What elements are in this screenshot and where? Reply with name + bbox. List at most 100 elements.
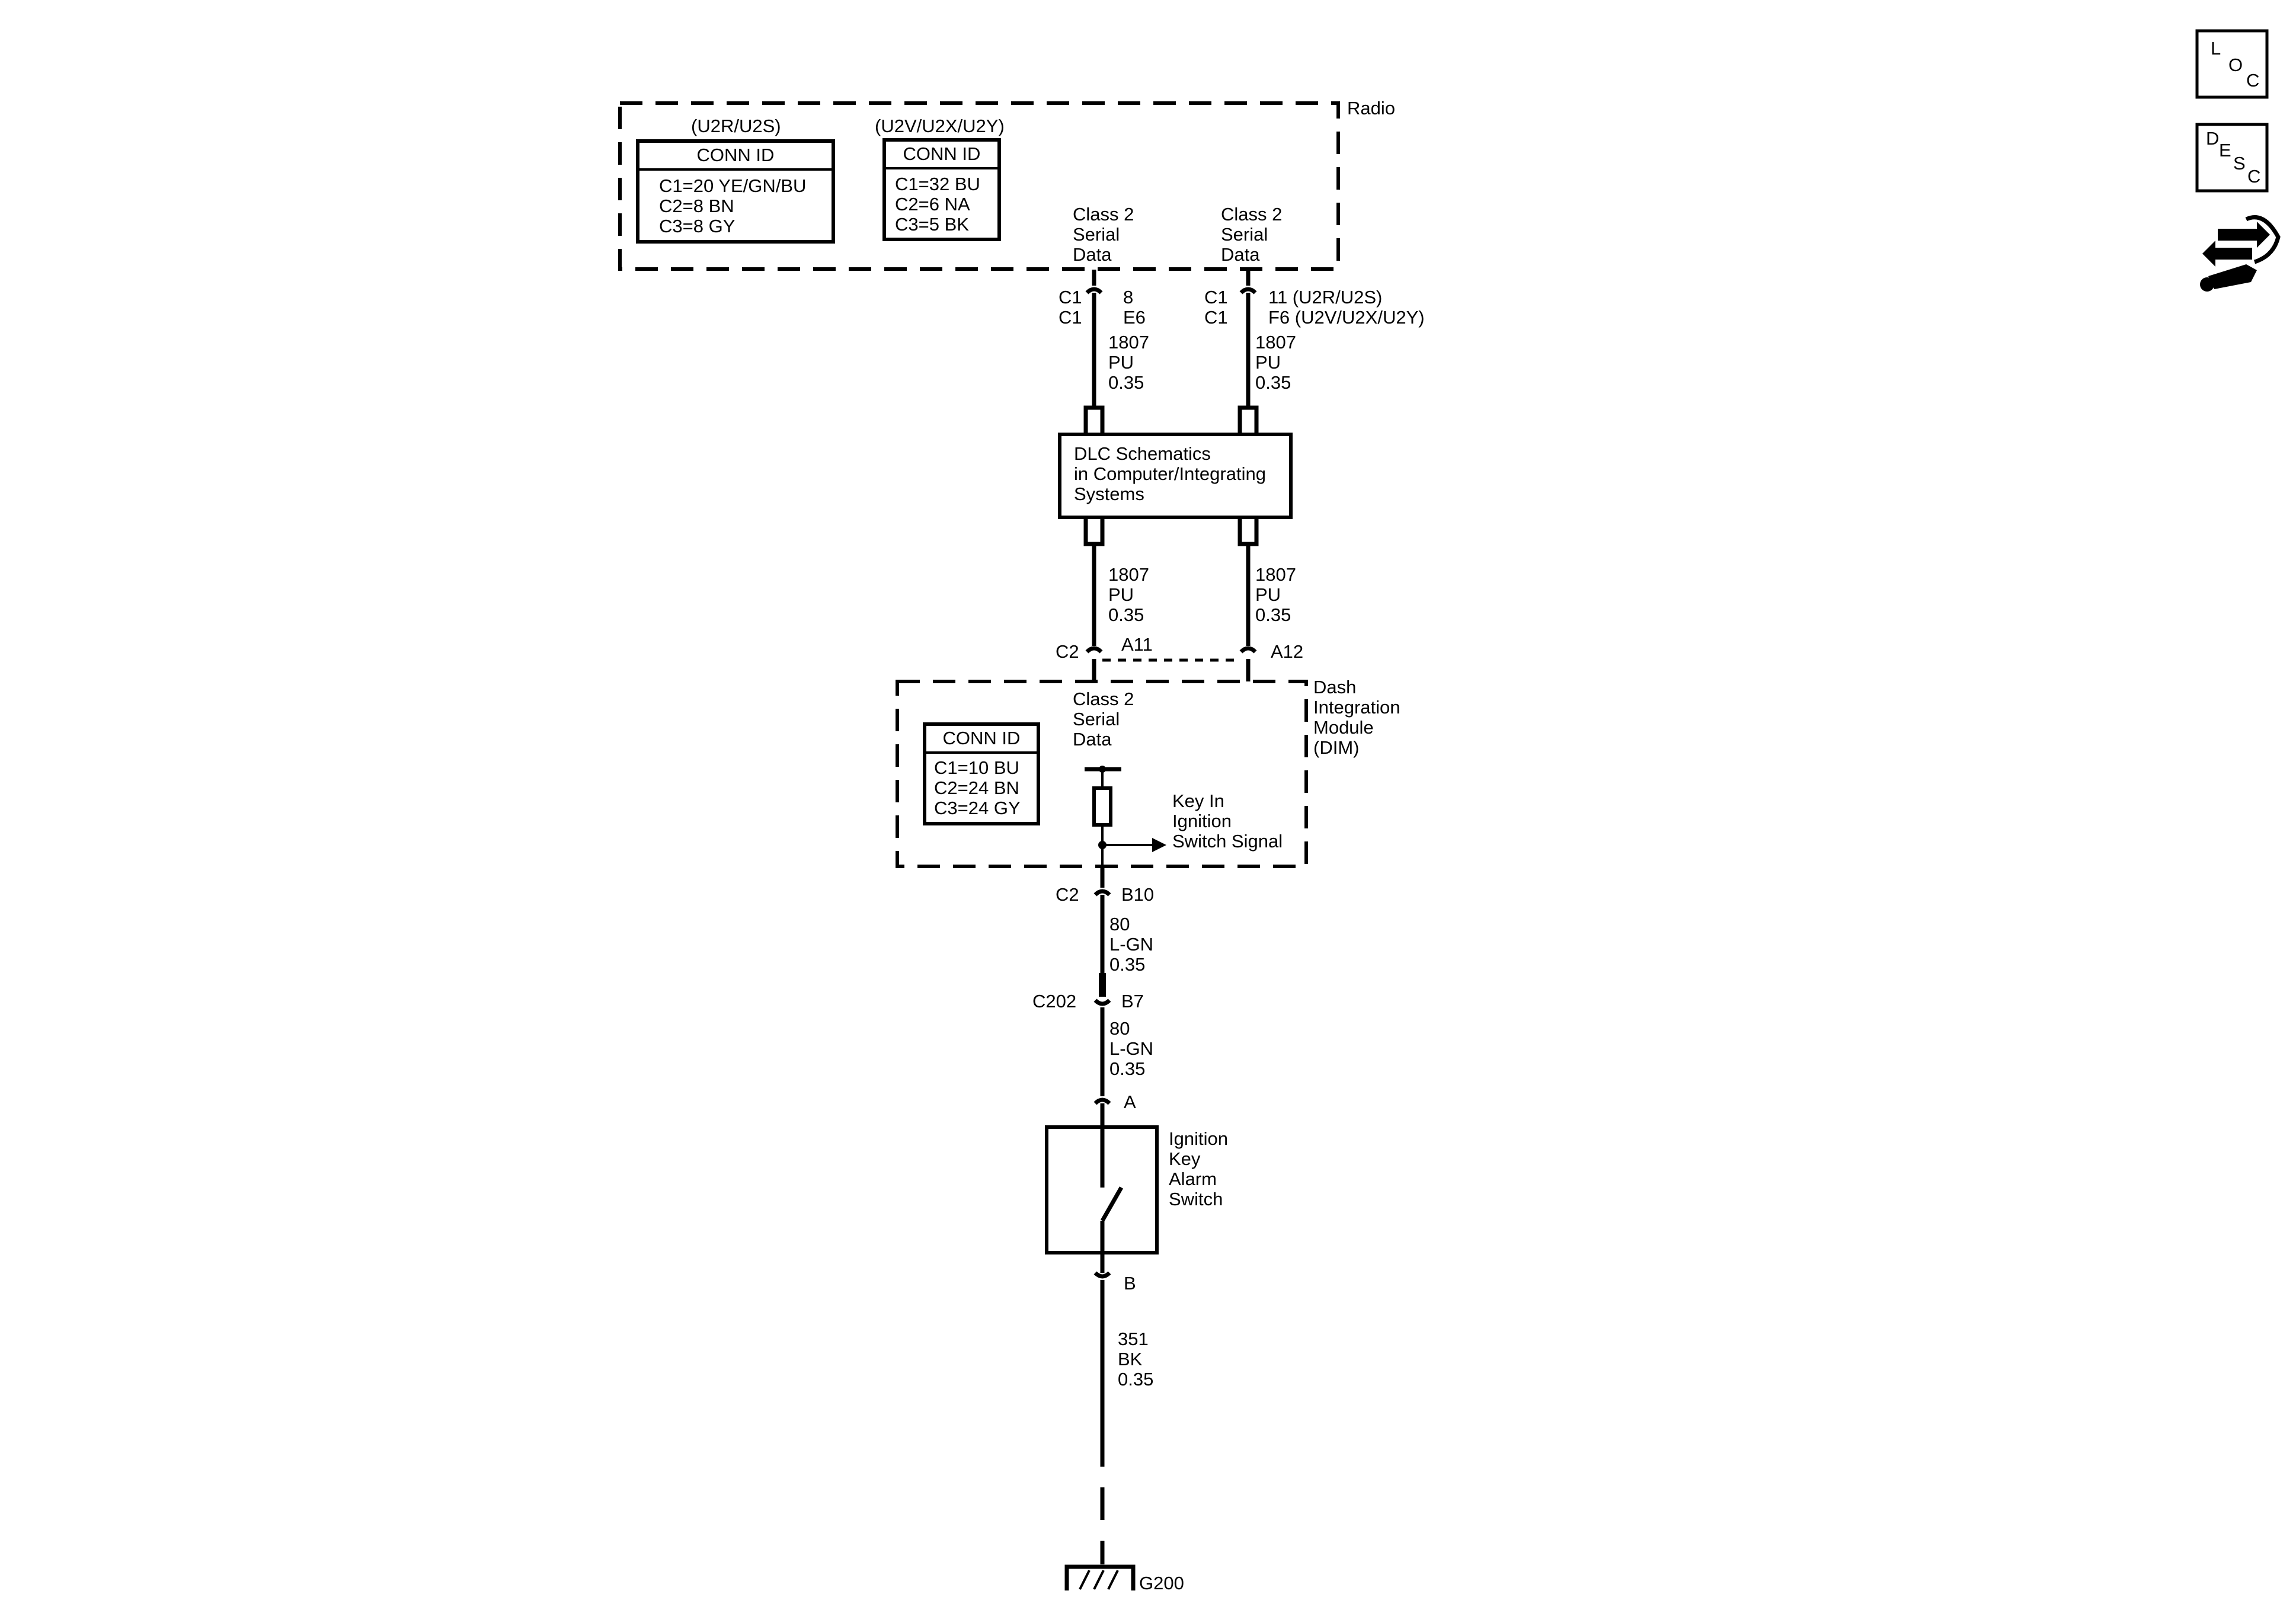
radio-module: Radio (U2R/U2S) (U2V/U2X/U2Y) CONN ID C1… — [618, 98, 1395, 271]
wire-label: 0.35 — [1255, 604, 1291, 625]
dim-conn-id: CONN ID C1=10 BU C2=24 BN C3=24 GY — [923, 722, 1040, 825]
wire-label: 80 — [1109, 914, 1130, 934]
wire-label: 80 — [1109, 1018, 1130, 1039]
dim-conn-line: C2=24 BN — [934, 777, 1019, 798]
radio-conn-a-title: CONN ID — [697, 145, 775, 165]
resistor — [1092, 786, 1112, 827]
radio-signal-right: Serial — [1221, 224, 1268, 245]
dlc-line: DLC Schematics — [1074, 443, 1211, 464]
repair-hand-icon[interactable] — [2200, 215, 2281, 292]
switch-pin-b: B — [1124, 1273, 1136, 1294]
desc-letter: E — [2219, 140, 2231, 161]
wire-label: 1807 — [1255, 332, 1296, 353]
upper-left-circuit: C1 C1 8 E6 1807 PU 0.35 — [1059, 270, 1149, 434]
dim-signal: Class 2 — [1073, 689, 1134, 709]
lower-right-circuit: 1807 PU 0.35 — [1237, 517, 1296, 681]
switch-pin-a: A — [1124, 1092, 1136, 1112]
wire-label: PU — [1255, 352, 1281, 373]
loc-button[interactable]: L O C — [2195, 29, 2269, 99]
dlc-line: Systems — [1074, 484, 1144, 504]
radio-conn-a-line: C3=8 GY — [659, 216, 735, 236]
switch-label: Switch — [1169, 1189, 1223, 1209]
switch-contact — [1100, 1186, 1124, 1222]
radio-conn-b-title: CONN ID — [903, 143, 981, 164]
dlc-schematics-box: DLC Schematics in Computer/Integrating S… — [1058, 433, 1293, 519]
circuit-80-upper: C2 B10 80 L-GN 0.35 — [1056, 866, 1154, 1006]
pin-number-label: 11 (U2R/U2S) — [1268, 287, 1382, 308]
c202-pin: B7 — [1121, 991, 1144, 1012]
upper-right-circuit: C1 C1 11 (U2R/U2S) F6 (U2V/U2X/U2Y) 1807… — [1204, 270, 1425, 434]
dim-conn-title: CONN ID — [943, 728, 1021, 748]
dim-label: Module — [1313, 717, 1374, 738]
pin-conn-label: C1 — [1059, 307, 1082, 328]
dim-label: (DIM) — [1313, 737, 1359, 758]
loc-icon[interactable] — [2195, 29, 2269, 99]
desc-icon[interactable] — [2195, 123, 2269, 193]
pin-number-label: F6 (U2V/U2X/U2Y) — [1268, 307, 1425, 328]
dim-output-label: Ignition — [1172, 811, 1232, 831]
radio-conn-id-a: CONN ID C1=20 YE/GN/BU C2=8 BN C3=8 GY — [636, 139, 835, 244]
radio-variant-a: (U2R/U2S) — [691, 116, 781, 136]
radio-conn-a-line: C1=20 YE/GN/BU — [659, 175, 806, 196]
c202-label: C202 — [1032, 991, 1076, 1012]
radio-conn-id-b: CONN ID C1=32 BU C2=6 NA C3=5 BK — [882, 138, 1001, 241]
radio-signal-left: Serial — [1073, 224, 1120, 245]
radio-signal-left: Class 2 — [1073, 204, 1134, 225]
wire-label: 351 — [1118, 1329, 1149, 1349]
wire-label: 1807 — [1108, 564, 1149, 585]
radio-variant-b: (U2V/U2X/U2Y) — [875, 116, 1005, 136]
ground-icon — [1064, 1564, 1136, 1590]
switch-label: Alarm — [1169, 1169, 1217, 1189]
wire-label: L-GN — [1109, 934, 1153, 955]
dim-module: Dash Integration Module (DIM) Class 2 Se… — [896, 677, 1400, 868]
desc-letter: C — [2247, 166, 2260, 187]
wire-label: 1807 — [1108, 332, 1149, 353]
wire-label: 0.35 — [1108, 372, 1144, 393]
wire-label: 0.35 — [1109, 954, 1145, 975]
dlc-line: in Computer/Integrating — [1074, 463, 1266, 484]
desc-button[interactable]: D E S C — [2195, 123, 2269, 193]
wire-label: PU — [1255, 584, 1281, 605]
arrow-right-icon — [1152, 838, 1166, 852]
ground-label: G200 — [1139, 1573, 1184, 1593]
ground-g200: G200 — [1064, 1564, 1184, 1593]
dim-conn-line: C1=10 BU — [934, 757, 1019, 778]
circuit-80-lower: 80 L-GN 0.35 — [1093, 1007, 1153, 1127]
loc-letter: O — [2228, 55, 2243, 75]
lower-left-circuit: 1807 PU 0.35 — [1083, 517, 1149, 681]
switch-label: Key — [1169, 1148, 1201, 1169]
radio-conn-b-line: C3=5 BK — [895, 214, 969, 235]
loc-letter: C — [2246, 70, 2259, 91]
radio-signal-left: Data — [1073, 244, 1112, 265]
pin-conn-label: C1 — [1204, 287, 1228, 308]
wire-label: PU — [1108, 352, 1134, 373]
wire-label: PU — [1108, 584, 1134, 605]
desc-letter: S — [2233, 153, 2246, 174]
pin-conn-label: C1 — [1204, 307, 1228, 328]
dim-conn-line: C3=24 GY — [934, 798, 1021, 818]
circuit-351: 351 BK 0.35 — [1100, 1280, 1153, 1564]
pin-conn-label: C1 — [1059, 287, 1082, 308]
dim-pin-label: A12 — [1271, 641, 1303, 662]
dim-signal: Data — [1073, 729, 1112, 750]
wire-label: 0.35 — [1108, 604, 1144, 625]
radio-label: Radio — [1347, 98, 1395, 119]
dim-b10-pin: B10 — [1121, 884, 1154, 905]
radio-signal-right: Class 2 — [1221, 204, 1282, 225]
pin-number-label: 8 — [1123, 287, 1133, 308]
dim-output-label: Switch Signal — [1172, 831, 1283, 852]
dim-signal: Serial — [1073, 709, 1120, 729]
wire-label: 1807 — [1255, 564, 1296, 585]
switch-label: Ignition — [1169, 1128, 1228, 1149]
wire-label: BK — [1118, 1349, 1143, 1369]
ignition-key-alarm-switch: A Ignition Key Alarm Switch B — [1045, 1092, 1228, 1294]
radio-conn-a-line: C2=8 BN — [659, 196, 734, 216]
dim-conn-label: C2 — [1056, 641, 1079, 662]
wire-label: 0.35 — [1118, 1369, 1153, 1390]
radio-signal-right: Data — [1221, 244, 1260, 265]
wire-label: 0.35 — [1255, 372, 1291, 393]
c202-connector: C202 B7 — [1032, 991, 1144, 1012]
dim-label: Integration — [1313, 697, 1400, 718]
